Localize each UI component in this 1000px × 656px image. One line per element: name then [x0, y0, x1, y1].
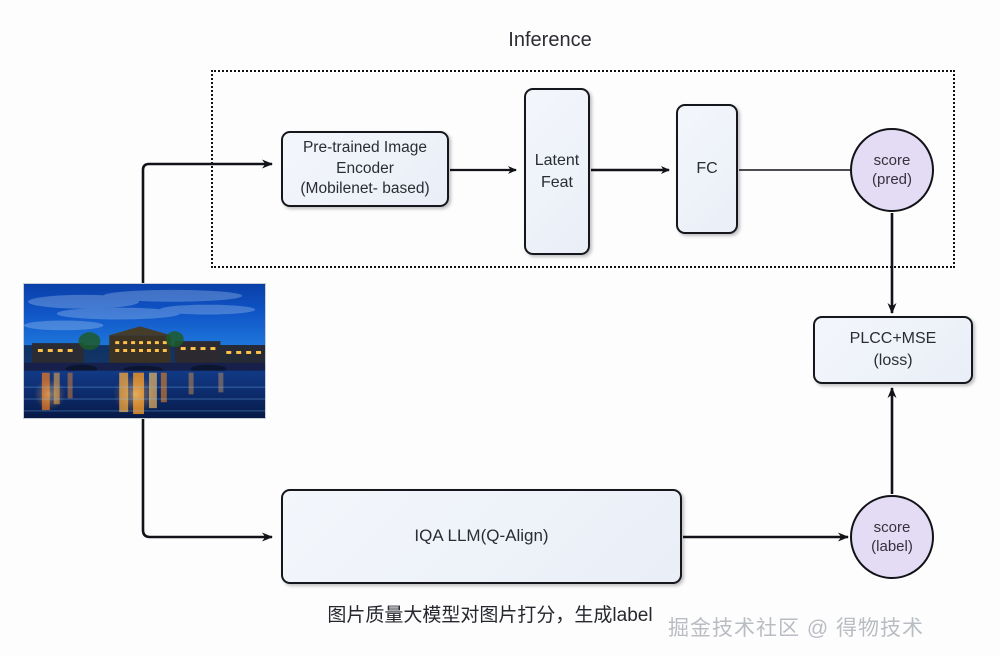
- night-riverside-town-photo: [24, 284, 265, 418]
- node-fc[interactable]: FC: [676, 104, 738, 234]
- node-score-pred[interactable]: score (pred): [850, 128, 934, 212]
- node-score-label[interactable]: score (label): [850, 495, 934, 579]
- node-latent-feat[interactable]: Latent Feat: [524, 88, 590, 255]
- input-image-thumbnail: [23, 283, 266, 419]
- inference-title: Inference: [508, 29, 592, 51]
- node-plcc-mse-loss[interactable]: PLCC+MSE (loss): [813, 316, 973, 384]
- wire-image-to-iqa-llm: [141, 419, 273, 542]
- diagram-caption: 图片质量大模型对图片打分，生成label: [327, 605, 653, 626]
- node-pretrained-image-encoder[interactable]: Pre-trained Image Encoder (Mobilenet- ba…: [281, 131, 449, 207]
- watermark-text: 掘金技术社区 @ 得物技术: [668, 617, 924, 640]
- node-iqa-llm[interactable]: IQA LLM(Q-Align): [281, 489, 682, 584]
